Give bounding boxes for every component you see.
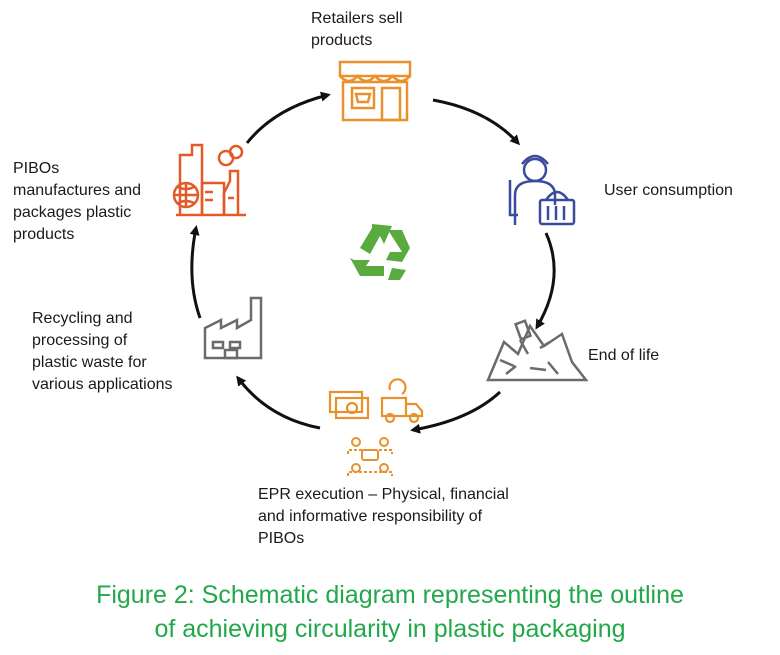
store-icon (338, 60, 412, 122)
epr-label: EPR execution – Physical, financial and … (258, 486, 509, 547)
recycling-label: Recycling and processing of plastic wast… (32, 310, 173, 393)
cycle-arrows (189, 91, 556, 434)
arrow-user-to-endoflife (535, 232, 556, 330)
arrow-retailers-to-user (432, 98, 521, 146)
communication-icon (347, 437, 393, 476)
collection-truck-icon (380, 378, 424, 424)
figure-caption: Figure 2: Schematic diagram representing… (96, 581, 684, 643)
recycle-icon (350, 224, 410, 280)
shopper-icon (508, 154, 576, 226)
waste-pile-icon (486, 319, 589, 382)
manufacturing-plant-icon (172, 143, 246, 217)
arrow-epr-to-recycling (236, 375, 321, 430)
cycle-diagram (172, 60, 589, 476)
pibos-label: PIBOs manufactures and packages plastic … (13, 160, 142, 243)
retailers-label: Retailers sell products (311, 10, 403, 49)
factory-icon (203, 296, 263, 360)
arrow-pibos-to-retailers (245, 91, 331, 144)
money-icon (328, 390, 370, 420)
end-of-life-label: End of life (588, 347, 660, 364)
user-consumption-label: User consumption (604, 182, 733, 199)
arrow-endoflife-to-epr (410, 390, 502, 434)
arrow-recycling-to-pibos (189, 225, 202, 319)
